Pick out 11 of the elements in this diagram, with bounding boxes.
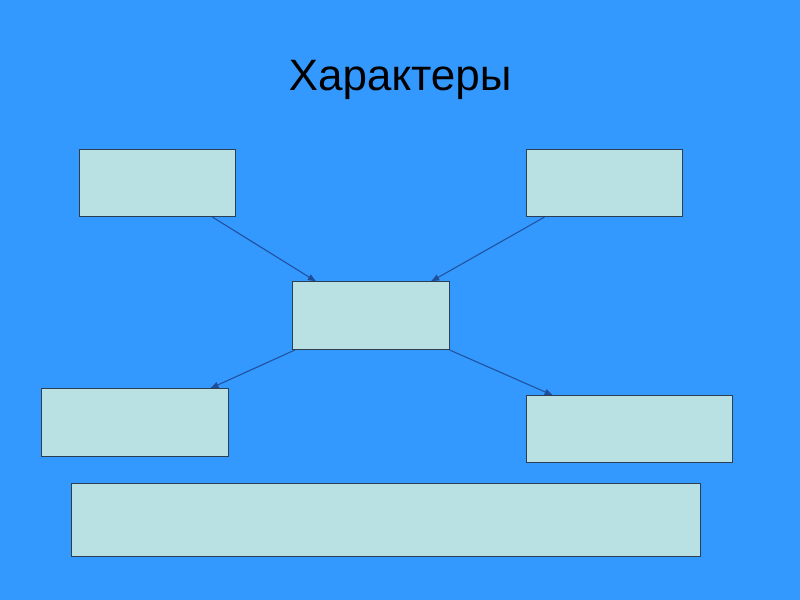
arrow xyxy=(212,216,316,282)
empty-box xyxy=(292,281,450,350)
empty-box xyxy=(41,388,229,457)
arrow xyxy=(431,216,545,282)
arrow xyxy=(210,349,296,389)
empty-box xyxy=(526,395,733,463)
empty-box xyxy=(71,483,701,557)
arrow xyxy=(449,349,553,396)
title: Характеры xyxy=(288,50,512,102)
empty-box xyxy=(79,149,236,217)
empty-box xyxy=(526,149,683,217)
